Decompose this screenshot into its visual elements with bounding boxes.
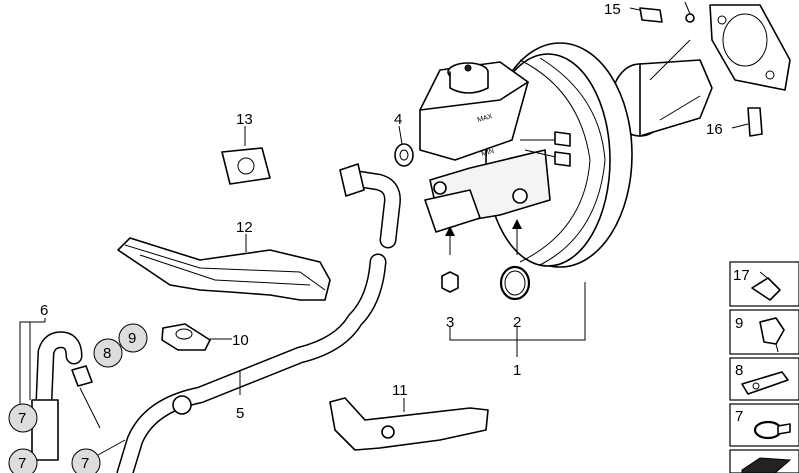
callout-7b: 7 — [18, 455, 26, 472]
callout-12: 12 — [236, 219, 253, 236]
callout-7a: 7 — [18, 410, 26, 427]
callout-2: 2 — [513, 314, 521, 331]
master-cylinder: MAX MIN — [419, 61, 571, 233]
legend-item-9: 9 — [729, 309, 799, 355]
callout-5: 5 — [236, 405, 244, 422]
callout-13: 13 — [236, 111, 253, 128]
o-ring-part-2 — [499, 265, 531, 301]
legend-item-8: 8 — [729, 357, 799, 401]
callout-11: 11 — [392, 382, 408, 399]
arrow-2 — [512, 219, 522, 255]
legend-label-7: 7 — [735, 408, 743, 425]
arrow-3 — [445, 226, 455, 255]
grommet-part-4 — [394, 125, 414, 167]
bolt-part-15 — [629, 1, 695, 23]
heat-shield-part-12 — [117, 234, 331, 301]
bracket-part-11 — [329, 397, 489, 451]
leaders-1-2-3 — [449, 282, 586, 357]
connector-part-8 — [71, 365, 101, 429]
legend-label-17: 17 — [733, 267, 750, 284]
callout-15: 15 — [604, 1, 621, 18]
seal-part-3 — [441, 271, 459, 293]
brake-booster — [485, 39, 713, 268]
callout-1: 1 — [513, 362, 521, 379]
callout-6: 6 — [40, 302, 48, 319]
callout-9: 9 — [128, 330, 136, 347]
callout-7c: 7 — [81, 455, 89, 472]
vacuum-hose-part-5 — [116, 163, 401, 473]
reservoir-max-label: MAX — [477, 113, 494, 124]
legend-item-17: 17 — [729, 261, 799, 307]
clip-part-16 — [731, 107, 763, 137]
reservoir-min-label: MIN — [481, 148, 495, 158]
gasket — [709, 4, 791, 91]
callout-16: 16 — [706, 121, 723, 138]
grommet-part-10 — [161, 323, 232, 351]
legend-label-9: 9 — [735, 315, 743, 332]
circled-callouts: 7 7 7 8 9 — [8, 323, 148, 473]
callout-4: 4 — [394, 111, 402, 128]
parts-legend-sidebar: 17 9 8 7 — [729, 261, 799, 473]
legend-item-blank — [729, 449, 799, 473]
legend-label-8: 8 — [735, 362, 743, 379]
grommet-part-13 — [221, 126, 271, 185]
callout-8: 8 — [103, 345, 111, 362]
hose-part-6 — [19, 318, 83, 461]
legend-item-7: 7 — [729, 403, 799, 447]
callout-labels: 1 2 3 4 5 6 10 11 12 13 15 16 — [40, 1, 723, 422]
callout-3: 3 — [446, 314, 454, 331]
callout-10: 10 — [232, 332, 249, 349]
